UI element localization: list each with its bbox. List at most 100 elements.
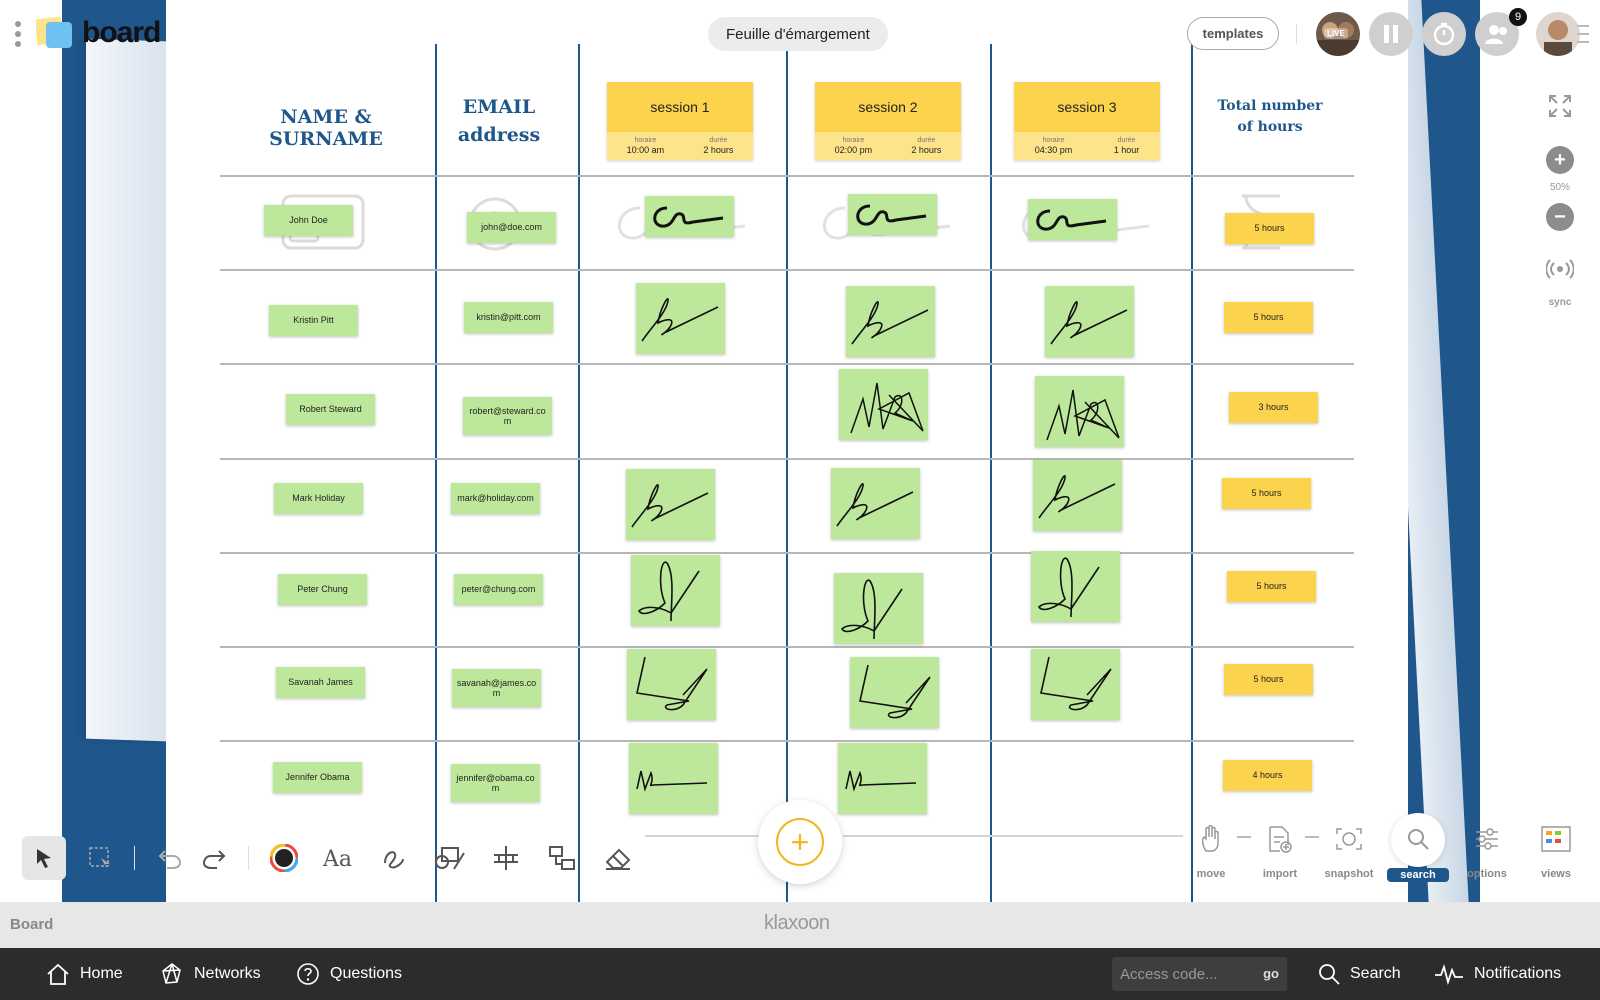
undo-button[interactable] — [148, 836, 192, 880]
email-sticky[interactable]: john@doe.com — [467, 212, 556, 243]
pause-button[interactable] — [1369, 12, 1413, 56]
vertical-dots-menu-icon[interactable] — [14, 20, 22, 48]
access-code-input[interactable] — [1120, 957, 1250, 991]
live-participants-avatar[interactable] — [1316, 12, 1360, 56]
nav-notifications[interactable]: Notifications — [1434, 948, 1561, 1000]
name-sticky[interactable]: Mark Holiday — [274, 483, 363, 514]
user-avatar[interactable] — [1536, 12, 1580, 56]
session-time: 02:00 pm — [834, 145, 873, 155]
hours-sticky[interactable]: 3 hours — [1229, 392, 1318, 423]
select-tool[interactable] — [22, 836, 66, 880]
signature-sticky[interactable] — [629, 743, 718, 814]
hours-sticky[interactable]: 4 hours — [1223, 760, 1312, 791]
name-column-header: NAME & SURNAME — [269, 106, 383, 150]
email-sticky[interactable]: kristin@pitt.com — [464, 302, 553, 333]
signature-sticky[interactable] — [848, 194, 937, 235]
email-sticky[interactable]: mark@holiday.com — [451, 483, 540, 514]
options-tool[interactable]: options — [1456, 822, 1518, 880]
board-canvas[interactable]: NAME & SURNAME EMAIL address Total numbe… — [0, 0, 1600, 902]
signature-sticky[interactable] — [839, 369, 928, 440]
separator — [1296, 24, 1297, 44]
signature-sticky[interactable] — [834, 573, 923, 644]
multi-select-tool[interactable] — [78, 836, 122, 880]
name-sticky[interactable]: Peter Chung — [278, 574, 367, 605]
plus-icon: + — [776, 818, 824, 866]
zoom-in-button[interactable]: + — [1546, 146, 1574, 174]
name-sticky[interactable]: Savanah James — [276, 667, 365, 698]
shapes-icon — [435, 847, 465, 870]
nav-search[interactable]: Search — [1318, 948, 1401, 1000]
column-divider — [578, 44, 580, 902]
svg-text:Aa: Aa — [322, 847, 352, 869]
email-sticky[interactable]: savanah@james.com — [452, 669, 541, 707]
eraser-tool[interactable] — [596, 836, 640, 880]
draw-tool[interactable] — [372, 836, 416, 880]
redo-button[interactable] — [192, 836, 236, 880]
signature-sticky[interactable] — [1028, 199, 1117, 240]
name-sticky[interactable]: Robert Steward — [286, 394, 375, 425]
search-tool[interactable]: search — [1387, 822, 1449, 882]
hours-sticky[interactable]: 5 hours — [1225, 213, 1314, 244]
signature-sticky[interactable] — [838, 743, 927, 814]
email-sticky[interactable]: jennifer@obama.com — [451, 764, 540, 802]
text-tool[interactable]: Aa — [316, 836, 360, 880]
signature-sticky[interactable] — [645, 196, 734, 237]
signature-sticky[interactable] — [850, 657, 939, 728]
views-tool[interactable]: views — [1525, 822, 1587, 880]
side-menu-icon[interactable] — [1577, 24, 1589, 44]
board-logo[interactable]: board — [36, 16, 161, 50]
session-title: session 2 — [858, 99, 918, 115]
color-picker[interactable] — [262, 836, 306, 880]
connector-tool[interactable] — [540, 836, 584, 880]
zoom-out-button[interactable]: − — [1546, 203, 1574, 231]
nav-home[interactable]: Home — [46, 948, 123, 1000]
duree-label: durée — [709, 137, 728, 144]
signature-sticky[interactable] — [1031, 649, 1120, 720]
name-sticky[interactable]: Kristin Pitt — [269, 305, 358, 336]
templates-button[interactable]: templates — [1187, 17, 1279, 50]
signature-sticky[interactable] — [1035, 376, 1124, 447]
undo-icon — [158, 850, 182, 869]
signature-sticky[interactable] — [831, 468, 920, 539]
signature-sticky[interactable] — [1045, 286, 1134, 357]
name-sticky[interactable]: John Doe — [264, 205, 353, 236]
grid-tool[interactable] — [484, 836, 528, 880]
hours-sticky[interactable]: 5 hours — [1224, 664, 1313, 695]
sync-icon[interactable] — [1546, 258, 1574, 280]
name-sticky[interactable]: Jennifer Obama — [273, 762, 362, 793]
signature-sticky[interactable] — [626, 469, 715, 540]
pen-squiggle-icon — [384, 851, 404, 869]
signature-sticky[interactable] — [627, 649, 716, 720]
hours-sticky[interactable]: 5 hours — [1224, 302, 1313, 333]
horaire-label: horaire — [842, 137, 865, 144]
home-icon — [47, 963, 69, 985]
signature-sticky[interactable] — [1033, 460, 1122, 531]
shape-tool[interactable] — [428, 836, 472, 880]
timer-button[interactable] — [1422, 12, 1466, 56]
add-button[interactable]: + — [758, 800, 842, 884]
signature-sticky[interactable] — [1031, 551, 1120, 622]
signature-sticky[interactable] — [631, 555, 720, 626]
email-sticky[interactable]: robert@steward.com — [463, 397, 552, 435]
move-tool[interactable]: move — [1180, 822, 1242, 880]
fullscreen-icon[interactable] — [1549, 95, 1571, 117]
signature-sticky[interactable] — [846, 286, 935, 357]
email-sticky[interactable]: peter@chung.com — [454, 574, 543, 605]
nav-networks[interactable]: Networks — [160, 948, 261, 1000]
board-title[interactable]: Feuille d'émargement — [708, 17, 888, 51]
import-tool[interactable]: import — [1249, 822, 1311, 880]
hours-sticky[interactable]: 5 hours — [1222, 478, 1311, 509]
klaxoon-brand: klaxoon — [764, 912, 830, 934]
networks-icon — [162, 963, 181, 984]
snapshot-tool[interactable]: snapshot — [1318, 822, 1380, 880]
go-button[interactable]: go — [1263, 966, 1279, 981]
signature-sticky[interactable] — [636, 283, 725, 354]
logo-text: board — [82, 16, 161, 49]
hours-sticky[interactable]: 5 hours — [1227, 571, 1316, 602]
camera-icon — [1336, 828, 1362, 850]
nav-questions[interactable]: Questions — [296, 948, 402, 1000]
